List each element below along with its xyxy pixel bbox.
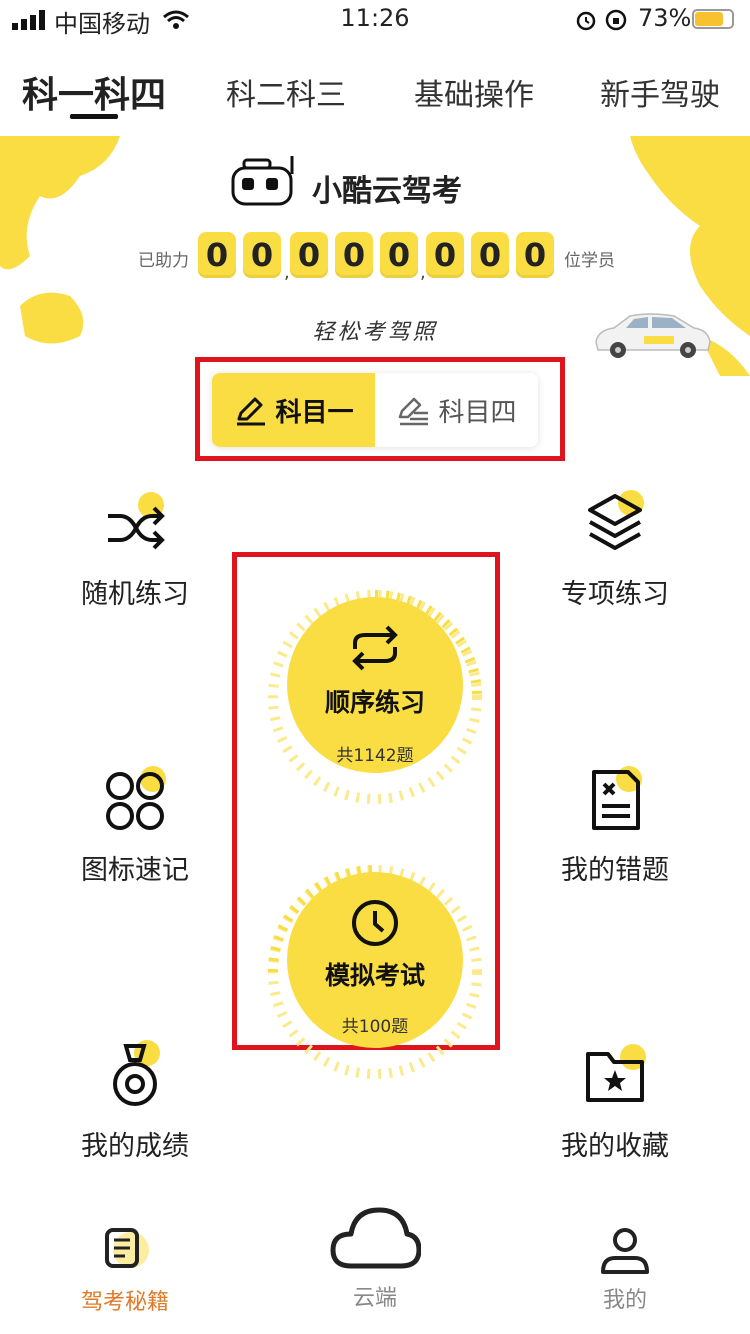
- carrier-name: 中国移动: [54, 10, 150, 38]
- my-scores-label: 我的成绩: [81, 1131, 189, 1162]
- counter-prefix: 已助力: [138, 251, 189, 271]
- alarm-icon: [576, 11, 596, 31]
- world-map-decoration: [0, 136, 750, 376]
- my-favorites-label: 我的收藏: [561, 1131, 669, 1162]
- my-mistakes-button[interactable]: 我的错题: [515, 766, 715, 887]
- counter-digit: 0: [380, 232, 418, 278]
- wifi-icon: [163, 10, 189, 29]
- wrong-note-icon: [580, 766, 650, 836]
- sequential-practice-count: 共1142题: [336, 746, 414, 766]
- counter-suffix: 位学员: [564, 251, 615, 271]
- folder-star-icon: [580, 1042, 650, 1112]
- pencil-lines-icon: [399, 397, 429, 426]
- counter-digit: 0: [335, 232, 373, 278]
- active-tab-indicator: [70, 114, 118, 119]
- counter-separator: ,: [420, 262, 426, 283]
- special-practice-label: 专项练习: [561, 579, 669, 610]
- counter-digit: 0: [243, 232, 281, 278]
- counter-digit: 0: [198, 232, 236, 278]
- clover-icon: [100, 766, 170, 836]
- clock-icon: [352, 900, 398, 946]
- tab-subject1-4[interactable]: 科一科四: [22, 75, 167, 116]
- random-practice-label: 随机练习: [81, 579, 189, 610]
- robot-logo-icon: [231, 156, 294, 206]
- subject4-button[interactable]: 科目四: [375, 373, 538, 447]
- counter-digit: 0: [516, 232, 554, 278]
- pencil-icon: [237, 397, 266, 426]
- nav-exam-tips-label: 驾考秘籍: [80, 1290, 169, 1315]
- shuffle-icon: [100, 490, 170, 560]
- mock-exam-button[interactable]: 模拟考试 共100题: [287, 872, 463, 1048]
- battery-icon: [692, 9, 734, 29]
- nav-cloud[interactable]: 云端: [285, 1204, 465, 1312]
- cloud-icon: [330, 1207, 422, 1269]
- tab-basic-operations[interactable]: 基础操作: [414, 78, 534, 113]
- slogan: 轻松考驾照: [312, 320, 438, 345]
- layers-icon: [580, 490, 650, 560]
- battery-percent: 73%: [638, 4, 692, 32]
- rotation-lock-icon: [605, 9, 627, 31]
- nav-mine[interactable]: 我的: [535, 1226, 715, 1314]
- highlight-box-subject-switch: [195, 357, 565, 461]
- subject1-label: 科目一: [275, 397, 354, 428]
- tab-subject2-3[interactable]: 科二科三: [226, 78, 346, 113]
- signal-icon: [12, 10, 45, 30]
- my-mistakes-label: 我的错题: [561, 855, 669, 886]
- counter-digit: 0: [290, 232, 328, 278]
- mock-exam-count: 共100题: [341, 1017, 409, 1037]
- loop-arrows-icon: [352, 625, 398, 671]
- nav-mine-label: 我的: [602, 1288, 647, 1313]
- status-bar: 中国移动 11:26 73%: [0, 0, 750, 40]
- counter-digit: 0: [471, 232, 509, 278]
- subject1-button[interactable]: 科目一: [212, 373, 375, 447]
- special-practice-button[interactable]: 专项练习: [515, 490, 715, 611]
- banner: [0, 136, 750, 376]
- sequential-practice-title: 顺序练习: [324, 688, 425, 717]
- medal-icon: [100, 1040, 170, 1112]
- icon-memorize-label: 图标速记: [81, 855, 189, 886]
- sequential-practice-button[interactable]: 顺序练习 共1142题: [287, 597, 463, 773]
- my-favorites-button[interactable]: 我的收藏: [515, 1042, 715, 1163]
- nav-cloud-label: 云端: [352, 1286, 397, 1311]
- clock-time: 11:26: [340, 4, 410, 32]
- car-icon: [595, 313, 711, 358]
- counter-separator: ,: [284, 262, 290, 283]
- my-scores-button[interactable]: 我的成绩: [35, 1040, 235, 1163]
- random-practice-button[interactable]: 随机练习: [35, 490, 235, 611]
- tab-novice-driving[interactable]: 新手驾驶: [600, 78, 720, 113]
- mock-exam-title: 模拟考试: [324, 961, 425, 990]
- counter-digit: 0: [426, 232, 464, 278]
- icon-memorize-button[interactable]: 图标速记: [35, 766, 235, 887]
- nav-exam-tips[interactable]: 驾考秘籍: [35, 1222, 215, 1316]
- user-icon: [601, 1228, 649, 1274]
- notebook-icon: [105, 1228, 149, 1268]
- subject-switch: 科目一 科目四: [212, 373, 538, 447]
- brand-name: 小酷云驾考: [312, 174, 462, 209]
- subject4-label: 科目四: [438, 397, 517, 428]
